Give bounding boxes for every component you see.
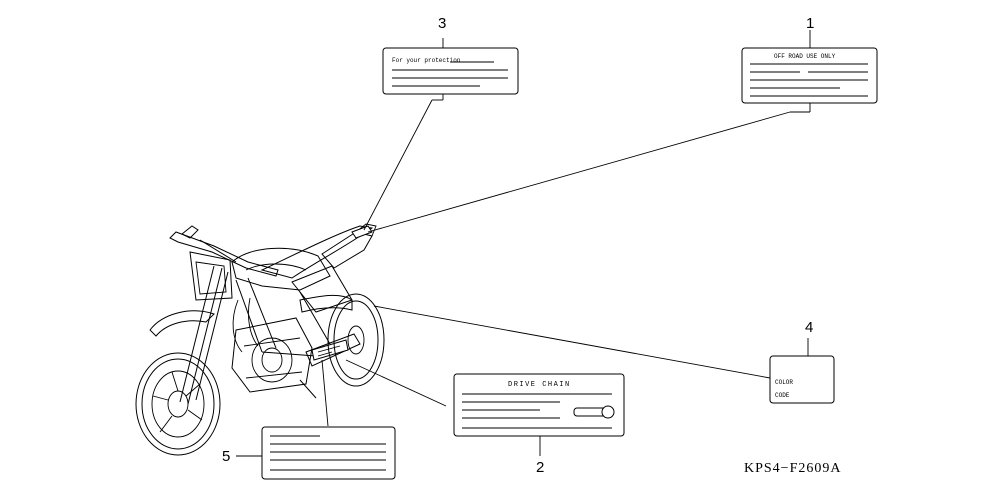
label-1-text: OFF ROAD USE ONLY: [774, 53, 836, 60]
front-wheel: [135, 352, 221, 456]
label-2-heading: DRIVE CHAIN: [508, 381, 571, 389]
rear-wheel: [327, 293, 385, 387]
label-4-color-code: COLOR CODE: [769, 355, 835, 404]
callout-number-4: 4: [805, 319, 813, 336]
label-1-off-road-use: OFF ROAD USE ONLY: [741, 47, 878, 104]
callout-number-2: 2: [536, 459, 544, 476]
label-3-protection: For your protection: [382, 47, 519, 95]
document-code: KPS4−F2609A: [744, 461, 841, 476]
callout-number-1: 1: [806, 15, 814, 32]
label-3-text: For your protection: [392, 57, 461, 64]
label-4-code: CODE: [775, 392, 790, 399]
callout-number-5: 5: [222, 448, 230, 465]
engine: [231, 297, 313, 393]
label-2-drive-chain: DRIVE CHAIN: [453, 373, 625, 437]
callout-number-3: 3: [438, 15, 446, 32]
label-5-caution: [261, 426, 396, 480]
motorcycle-illustration: [135, 223, 385, 456]
label-4-color: COLOR: [775, 379, 793, 386]
